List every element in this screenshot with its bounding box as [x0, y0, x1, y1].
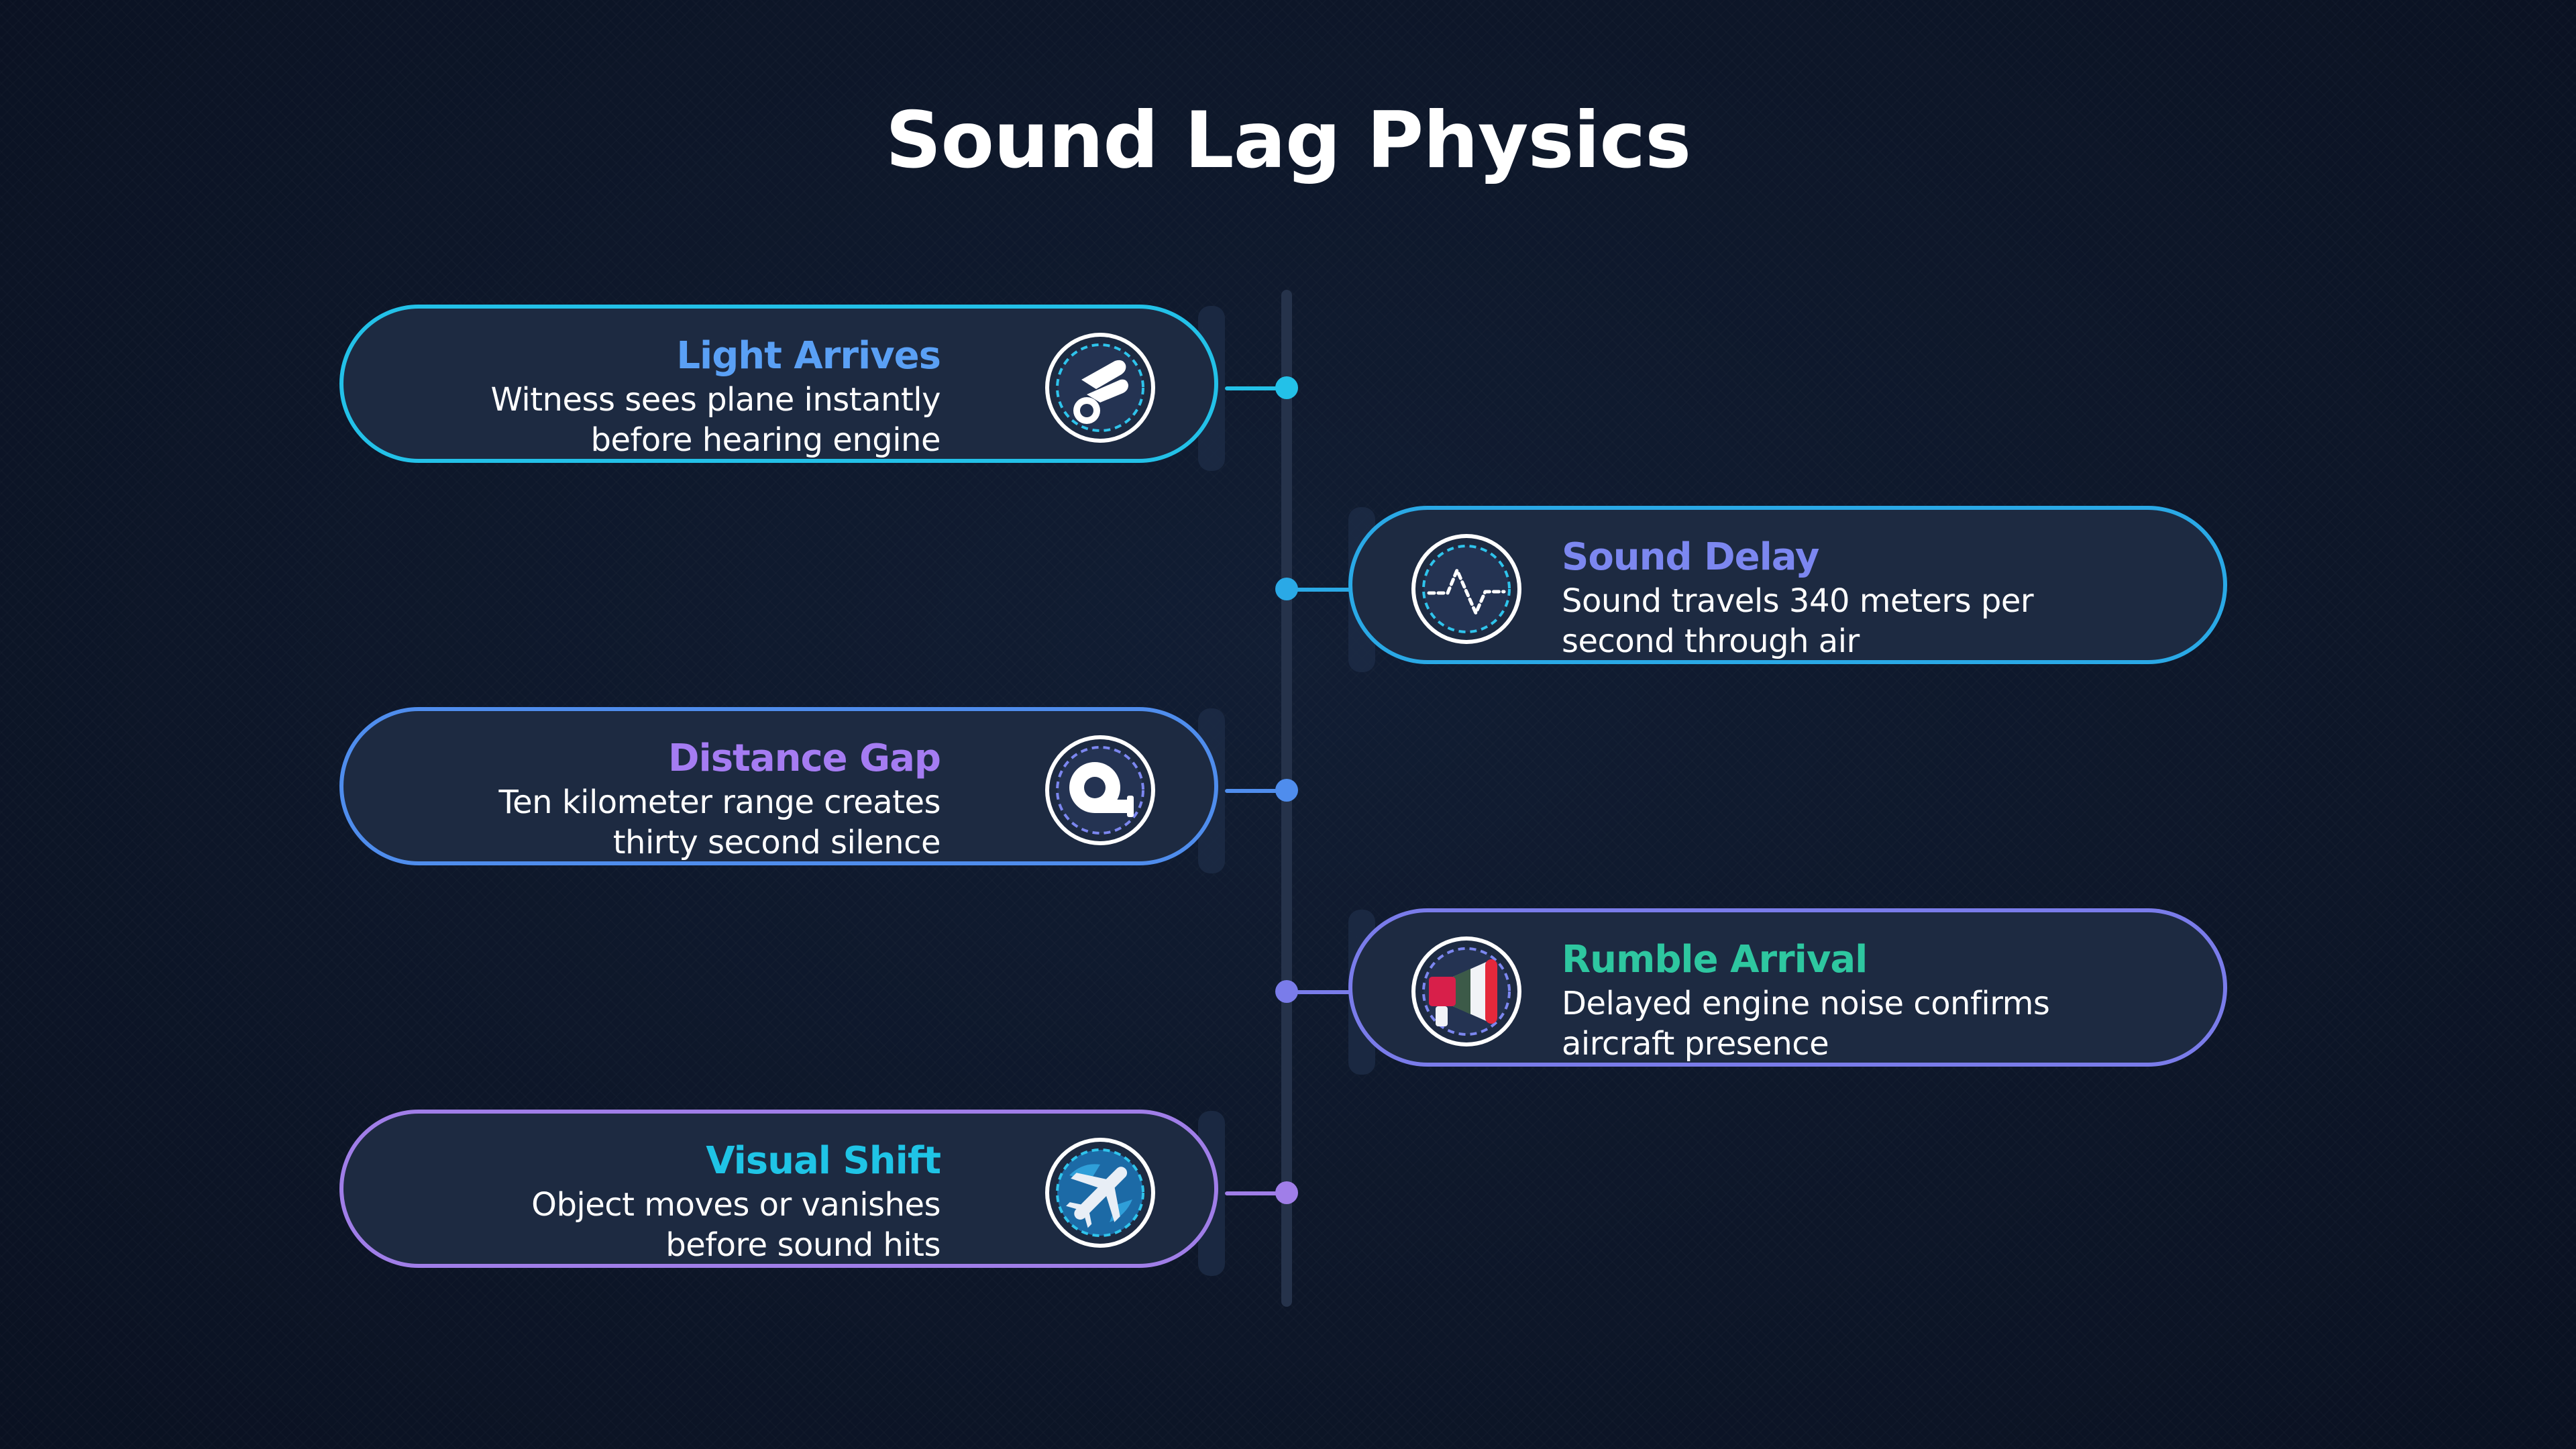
step-card-visual-shift[interactable]: Visual Shift Object moves or vanishes be…	[339, 1110, 1218, 1268]
page-title: Sound Lag Physics	[885, 95, 1691, 186]
step-desc-line1: Witness sees plane instantly	[490, 381, 941, 419]
step-card-sound-delay[interactable]: Sound Delay Sound travels 340 meters per…	[1348, 506, 2227, 664]
step-title: Distance Gap	[668, 737, 941, 780]
step-desc-line2: thirty second silence	[612, 824, 941, 861]
step-card-light-arrives[interactable]: Light Arrives Witness sees plane instant…	[339, 305, 1218, 463]
connector-line	[1225, 386, 1288, 390]
step-desc-line1: Sound travels 340 meters per	[1562, 582, 2034, 620]
step-desc-line2: before sound hits	[665, 1226, 941, 1264]
tape-measure-icon	[1045, 735, 1155, 845]
connector-line	[1225, 1191, 1288, 1195]
timeline-node	[1275, 578, 1298, 600]
waveform-icon	[1411, 534, 1521, 644]
step-desc-line1: Object moves or vanishes	[531, 1186, 941, 1224]
airplane-icon	[1045, 1138, 1155, 1248]
step-desc-line2: aircraft presence	[1562, 1025, 1829, 1063]
timeline-node	[1275, 980, 1298, 1003]
timeline-node	[1275, 1181, 1298, 1204]
timeline-node	[1275, 779, 1298, 802]
meteor-icon	[1045, 333, 1155, 443]
step-title: Visual Shift	[706, 1139, 941, 1183]
step-card-rumble-arrival[interactable]: Rumble Arrival Delayed engine noise conf…	[1348, 908, 2227, 1067]
step-title: Light Arrives	[676, 334, 941, 378]
megaphone-icon	[1411, 936, 1521, 1046]
connector-line	[1225, 789, 1288, 793]
connector-line	[1287, 588, 1351, 592]
step-desc-line1: Ten kilometer range creates	[498, 784, 941, 821]
connector-line	[1287, 990, 1351, 994]
timeline-node	[1275, 376, 1298, 399]
step-desc-line2: before hearing engine	[590, 421, 941, 459]
step-desc-line1: Delayed engine noise confirms	[1562, 985, 2050, 1022]
step-title: Sound Delay	[1562, 535, 1819, 579]
step-title: Rumble Arrival	[1562, 938, 1868, 981]
step-card-distance-gap[interactable]: Distance Gap Ten kilometer range creates…	[339, 707, 1218, 865]
step-desc-line2: second through air	[1562, 623, 1860, 660]
